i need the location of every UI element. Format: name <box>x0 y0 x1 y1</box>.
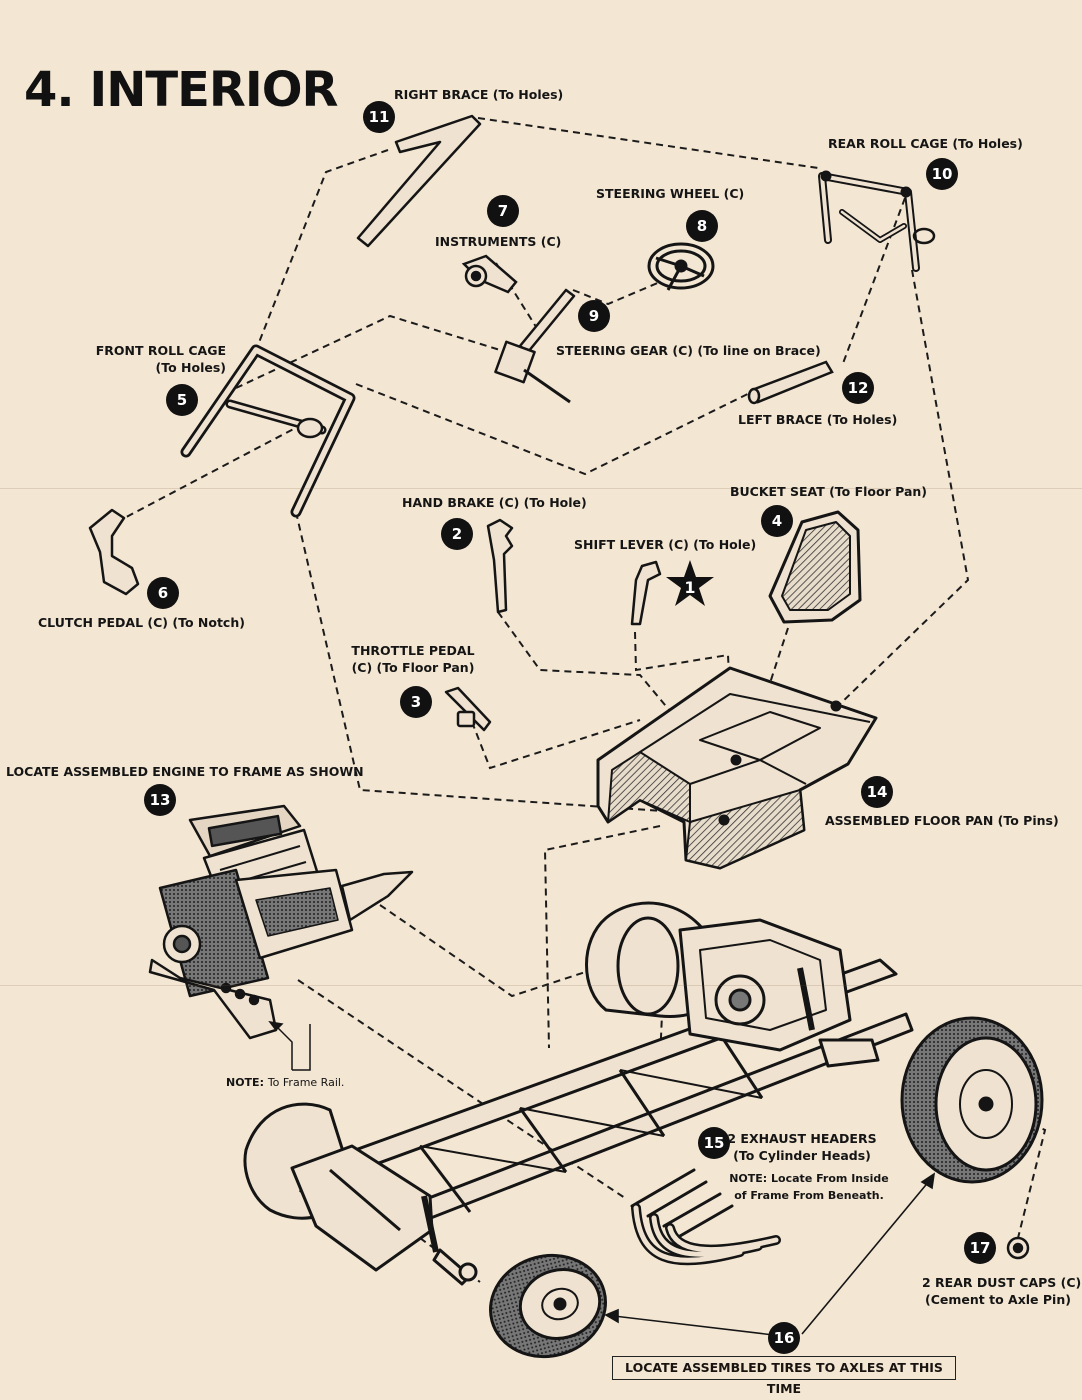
step-number-4: 4 <box>761 505 793 537</box>
hand-brake-part <box>486 518 514 614</box>
floor-pan-part <box>596 666 878 870</box>
step-number-6: 6 <box>147 577 179 609</box>
step-label-6: CLUTCH PEDAL (C) (To Notch) <box>38 615 245 630</box>
step-label-5-line2: (To Holes) <box>155 360 226 375</box>
rear-tire-part <box>900 1016 1044 1184</box>
page-title: 4. INTERIOR <box>24 62 338 118</box>
chassis-frame <box>243 901 914 1286</box>
step-note-15: NOTE: Locate From Inside of Frame From B… <box>726 1170 892 1204</box>
step-label-5: FRONT ROLL CAGE (To Holes) <box>82 342 226 376</box>
front-roll-cage-part <box>180 344 356 518</box>
step-label-17-line1: 2 REAR DUST CAPS (C) <box>922 1275 1082 1290</box>
step-note-15-line2: of Frame From Beneath. <box>734 1189 884 1202</box>
right-brace-part <box>356 114 482 248</box>
step-number-14: 14 <box>861 776 893 808</box>
left-brace-part <box>747 360 834 405</box>
step-label-7: INSTRUMENTS (C) <box>435 234 562 249</box>
clutch-pedal-part <box>88 508 140 596</box>
step-label-3-line1: THROTTLE PEDAL <box>351 643 475 658</box>
step-label-17-line2: (Cement to Axle Pin) <box>925 1292 1071 1307</box>
front-tire-part <box>489 1253 607 1359</box>
step-label-15-line1: 2 EXHAUST HEADERS <box>727 1131 877 1146</box>
step-label-5-line1: FRONT ROLL CAGE <box>95 343 226 358</box>
step-number-17: 17 <box>964 1232 996 1264</box>
step-label-15-line2: (To Cylinder Heads) <box>733 1148 871 1163</box>
step-label-13: LOCATE ASSEMBLED ENGINE TO FRAME AS SHOW… <box>6 764 364 779</box>
step-label-3-line2: (C) (To Floor Pan) <box>351 660 475 675</box>
step-label-1: SHIFT LEVER (C) (To Hole) <box>574 537 757 552</box>
step-number-7: 7 <box>487 195 519 227</box>
bucket-seat-part <box>768 510 862 624</box>
engine-note-arrow <box>268 1020 311 1071</box>
step-number-8: 8 <box>686 210 718 242</box>
step-number-11: 11 <box>363 101 395 133</box>
step-note-15-line1: Locate From Inside <box>771 1172 889 1185</box>
step-label-10: REAR ROLL CAGE (To Holes) <box>828 136 1023 151</box>
throttle-pedal-part <box>444 686 492 732</box>
step-number-13: 13 <box>144 784 176 816</box>
step-number-16: 16 <box>768 1322 800 1354</box>
step-number-9: 9 <box>578 300 610 332</box>
step-label-3: THROTTLE PEDAL (C) (To Floor Pan) <box>346 642 480 676</box>
step-label-12: LEFT BRACE (To Holes) <box>738 412 898 427</box>
star-icon <box>666 560 714 606</box>
step-number-3: 3 <box>400 686 432 718</box>
step-label-8: STEERING WHEEL (C) <box>596 186 745 201</box>
engine-note: NOTE: To Frame Rail. <box>226 1074 344 1091</box>
engine-note-text: To Frame Rail. <box>267 1076 345 1089</box>
exhaust-headers-part <box>630 1168 781 1266</box>
step-label-14: ASSEMBLED FLOOR PAN (To Pins) <box>825 813 1059 828</box>
engine-note-label: NOTE: <box>226 1076 264 1089</box>
dust-cap-part <box>1006 1236 1030 1260</box>
step-number-1-star: 1 <box>664 558 716 610</box>
step-number-12: 12 <box>842 372 874 404</box>
engine-part <box>148 804 414 1040</box>
step-label-11: RIGHT BRACE (To Holes) <box>394 87 564 102</box>
step-label-15: 2 EXHAUST HEADERS (To Cylinder Heads) <box>726 1130 878 1164</box>
step-number-15: 15 <box>698 1127 730 1159</box>
step-note-15-label: NOTE: <box>729 1172 768 1185</box>
step-number-5: 5 <box>166 384 198 416</box>
step-label-16: LOCATE ASSEMBLED TIRES TO AXLES AT THIS … <box>612 1356 956 1396</box>
step-number-1: 1 <box>684 577 696 597</box>
steering-gear-part <box>494 288 576 404</box>
step-number-2: 2 <box>441 518 473 550</box>
rear-roll-cage-part <box>818 170 936 272</box>
step-label-17: 2 REAR DUST CAPS (C) (Cement to Axle Pin… <box>922 1274 1082 1308</box>
instruments-part <box>461 254 518 294</box>
shift-lever-part <box>630 560 662 626</box>
steering-wheel-part <box>647 242 715 291</box>
step-label-4: BUCKET SEAT (To Floor Pan) <box>730 484 927 499</box>
step-label-9: STEERING GEAR (C) (To line on Brace) <box>556 343 821 358</box>
tire-callout-arrows <box>604 1172 936 1337</box>
step-number-10: 10 <box>926 158 958 190</box>
step-label-2: HAND BRAKE (C) (To Hole) <box>402 495 587 510</box>
